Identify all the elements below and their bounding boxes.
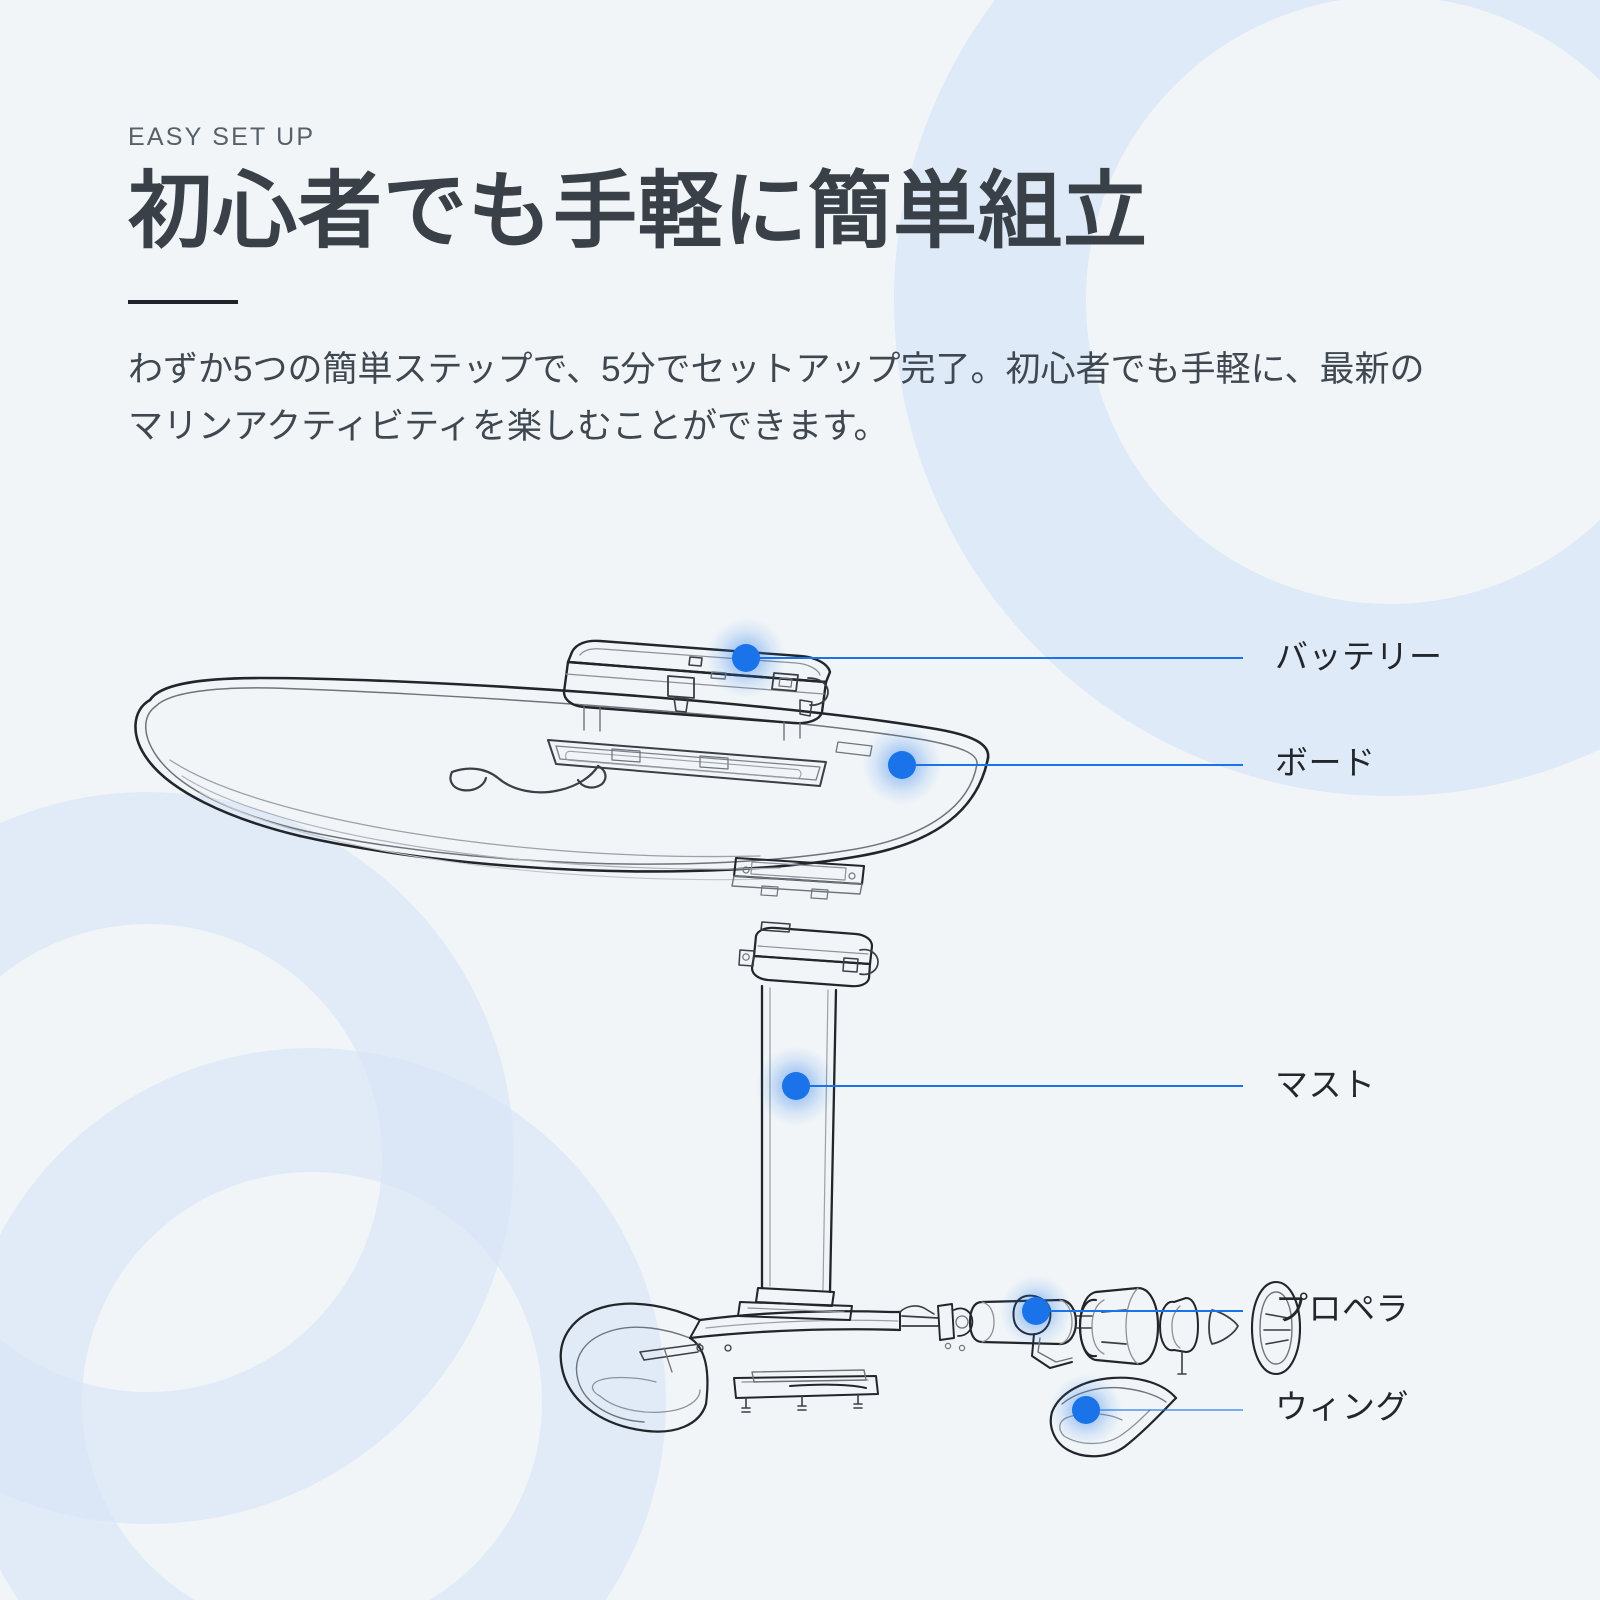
callout-label-battery: バッテリー [1275,638,1443,675]
hotspot-battery[interactable] [706,618,786,698]
callout-label-board: ボード [1275,744,1376,781]
callout-label-mast: マスト [1275,1066,1376,1103]
title-divider [128,300,238,305]
page-title: 初心者でも手軽に簡単組立 [128,164,1149,258]
part-propeller-assembly [1012,1280,1302,1376]
callout-label-propeller: プロペラ [1275,1290,1409,1327]
part-battery [562,639,832,741]
hotspot-board[interactable] [862,725,942,805]
hotspot-mast[interactable] [756,1046,836,1126]
part-fuselage-and-front-wing [559,1301,902,1433]
hotspot-propeller[interactable] [1000,1275,1072,1347]
callout-leader-lines [746,657,1243,1411]
header-block: EASY SET UP 初心者でも手軽に簡単組立 わずか5つの簡単ステップで、5… [128,122,1468,455]
part-mast [738,921,879,1308]
part-board [134,676,990,881]
part-motor-pod [899,1298,1093,1352]
part-mast-base-plate [731,856,866,900]
intro-paragraph: わずか5つの簡単ステップで、5分でセットアップ完了。初心者でも手軽に、最新のマリ… [128,350,1425,446]
hotspot-markers [706,618,1122,1446]
eyebrow-text: EASY SET UP [128,123,316,151]
hotspot-wing[interactable] [1050,1374,1122,1446]
callout-label-wing: ウィング [1275,1388,1409,1425]
